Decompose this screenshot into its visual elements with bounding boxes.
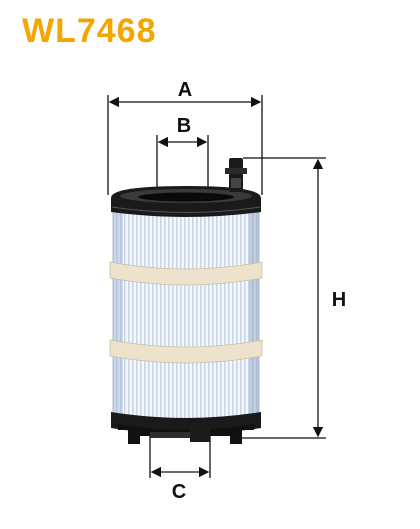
lower-band bbox=[109, 339, 263, 364]
dimension-h-label: H bbox=[332, 289, 346, 311]
top-end-cap bbox=[111, 186, 261, 217]
dimension-c: C bbox=[149, 432, 211, 503]
dimension-h: H bbox=[230, 157, 346, 439]
dimension-b-label: B bbox=[177, 115, 191, 137]
upper-band bbox=[109, 261, 263, 286]
product-code-title: WL7468 bbox=[22, 12, 157, 50]
bottom-end-cap bbox=[111, 412, 261, 444]
pleated-media bbox=[112, 199, 260, 423]
dimension-b: B bbox=[156, 115, 209, 197]
dimension-a: A bbox=[107, 79, 263, 195]
top-connector bbox=[225, 158, 247, 192]
dimension-c-label: C bbox=[172, 481, 186, 503]
dimension-a-label: A bbox=[178, 79, 192, 101]
filter-element bbox=[109, 158, 263, 444]
